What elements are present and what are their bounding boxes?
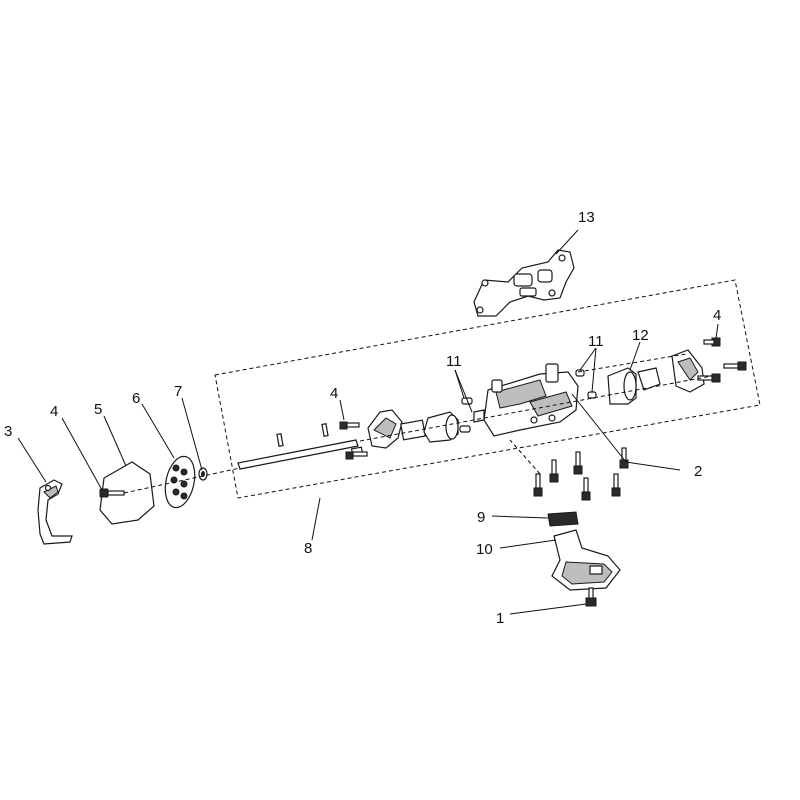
callout-11-right: 11: [588, 333, 604, 350]
bolts-2-lower: [533, 447, 629, 501]
washer-7: [198, 467, 208, 481]
callout-10: 10: [476, 541, 493, 558]
front-cover: [339, 409, 403, 460]
callout-4-right: 4: [713, 307, 721, 324]
callout-2: 2: [694, 463, 702, 480]
callout-12: 12: [632, 327, 649, 344]
callout-7: 7: [174, 383, 182, 400]
gasket-13: [473, 249, 575, 317]
callout-1: 1: [496, 610, 504, 627]
callout-8: 8: [304, 540, 312, 557]
bolts-4-right: [697, 337, 747, 383]
seal-9: [547, 511, 579, 527]
callout-9: 9: [477, 509, 485, 526]
rotor-rear: [637, 367, 661, 391]
pins-11-left: [459, 397, 485, 433]
screen-6: [164, 455, 196, 509]
pump-shaft: [237, 423, 364, 470]
callout-11-left: 11: [446, 353, 462, 370]
assembly-boundary-8: [214, 279, 761, 499]
pump-body: [483, 363, 579, 437]
callout-4-mid: 4: [330, 385, 338, 402]
rotor-12: [607, 367, 637, 405]
callout-3: 3: [4, 423, 12, 440]
pickup-tube-10: [551, 529, 621, 591]
rear-cover: [671, 349, 705, 393]
leader-lines: [17, 229, 719, 615]
callout-13: 13: [578, 209, 595, 226]
alignment-line-left: [123, 467, 241, 494]
callout-6: 6: [132, 390, 140, 407]
callout-4-left: 4: [50, 403, 58, 420]
callout-5: 5: [94, 401, 102, 418]
chain-gasket-5: [99, 461, 155, 525]
bolt-1: [585, 587, 597, 607]
alignment-line-pickup: [509, 439, 541, 475]
bracket-3: [37, 479, 73, 545]
alignment-line-upper: [577, 353, 687, 373]
gear-set-front: [400, 411, 459, 443]
alignment-line-main: [359, 375, 713, 442]
